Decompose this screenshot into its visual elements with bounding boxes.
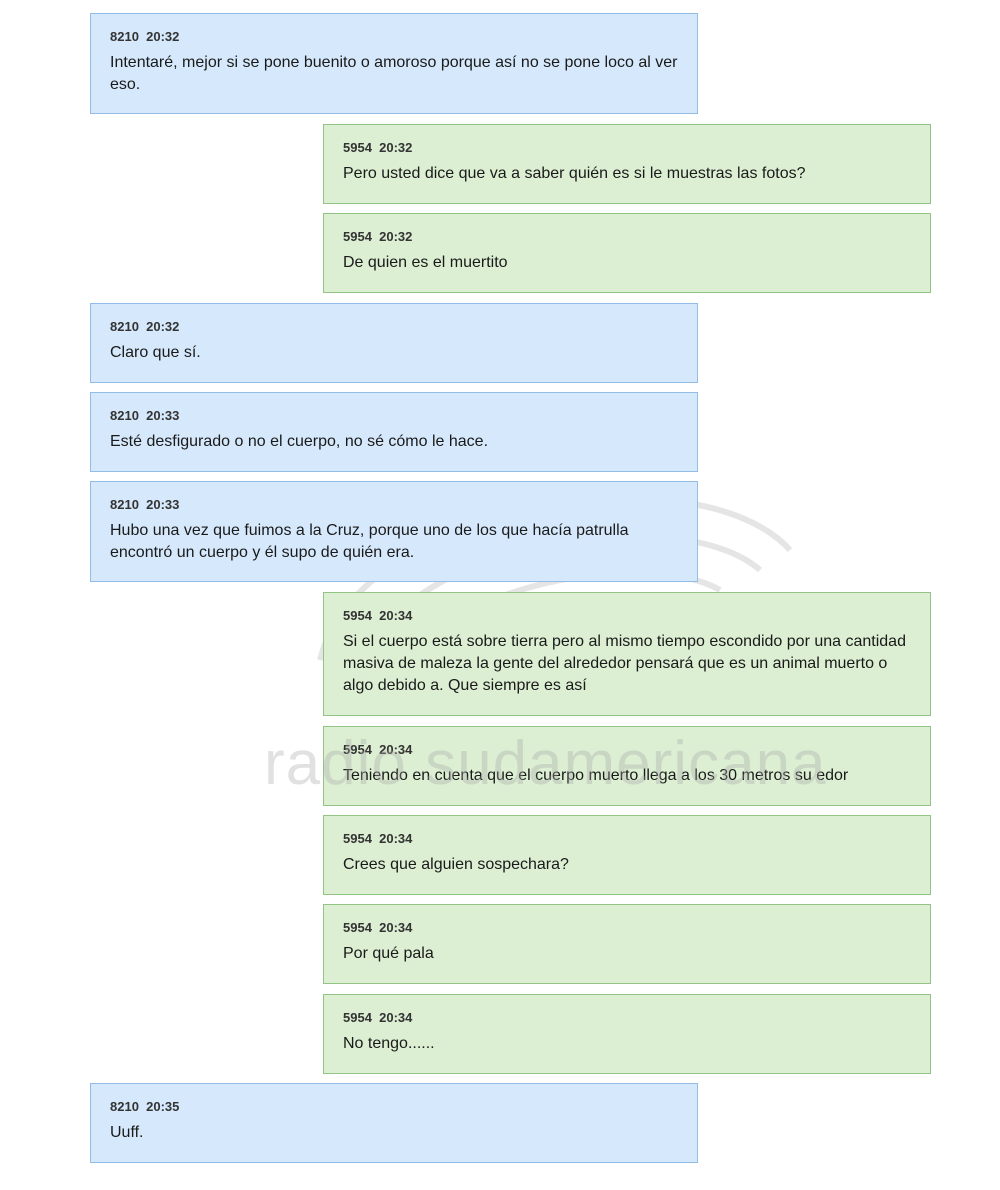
message-meta: 5954 20:34 <box>343 742 413 757</box>
message-bubble: 5954 20:34 Si el cuerpo está sobre tierr… <box>323 592 931 716</box>
message-text: No tengo...... <box>343 1035 435 1052</box>
message-text: Si el cuerpo está sobre tierra pero al m… <box>343 633 906 694</box>
message-bubble: 8210 20:32 Intentaré, mejor si se pone b… <box>90 13 698 114</box>
message-bubble: 5954 20:34 No tengo...... <box>323 994 931 1074</box>
message-text: Uuff. <box>110 1124 144 1141</box>
message-text: Teniendo en cuenta que el cuerpo muerto … <box>343 767 849 784</box>
message-text: Hubo una vez que fuimos a la Cruz, porqu… <box>110 522 629 561</box>
message-text: Esté desfigurado o no el cuerpo, no sé c… <box>110 433 489 450</box>
message-meta: 8210 20:32 <box>110 319 180 334</box>
message-meta: 5954 20:34 <box>343 1010 413 1025</box>
message-meta: 8210 20:32 <box>110 29 180 44</box>
message-bubble: 8210 20:33 Hubo una vez que fuimos a la … <box>90 481 698 582</box>
message-bubble: 8210 20:33 Esté desfigurado o no el cuer… <box>90 392 698 472</box>
message-meta: 5954 20:32 <box>343 140 413 155</box>
message-meta: 8210 20:35 <box>110 1099 180 1114</box>
message-bubble: 5954 20:32 Pero usted dice que va a sabe… <box>323 124 931 204</box>
message-text: Intentaré, mejor si se pone buenito o am… <box>110 54 678 93</box>
message-meta: 5954 20:34 <box>343 608 413 623</box>
message-text: Pero usted dice que va a saber quién es … <box>343 165 806 182</box>
message-bubble: 5954 20:34 Crees que alguien sospechara? <box>323 815 931 895</box>
message-text: Crees que alguien sospechara? <box>343 856 569 873</box>
message-meta: 5954 20:34 <box>343 920 413 935</box>
message-bubble: 5954 20:34 Por qué pala <box>323 904 931 984</box>
message-bubble: 5954 20:32 De quien es el muertito <box>323 213 931 293</box>
message-text: De quien es el muertito <box>343 254 508 271</box>
message-meta: 5954 20:32 <box>343 229 413 244</box>
message-text: Claro que sí. <box>110 344 201 361</box>
message-meta: 8210 20:33 <box>110 497 180 512</box>
message-bubble: 8210 20:35 Uuff. <box>90 1083 698 1163</box>
message-text: Por qué pala <box>343 945 434 962</box>
message-meta: 5954 20:34 <box>343 831 413 846</box>
message-bubble: 5954 20:34 Teniendo en cuenta que el cue… <box>323 726 931 806</box>
message-meta: 8210 20:33 <box>110 408 180 423</box>
message-bubble: 8210 20:32 Claro que sí. <box>90 303 698 383</box>
